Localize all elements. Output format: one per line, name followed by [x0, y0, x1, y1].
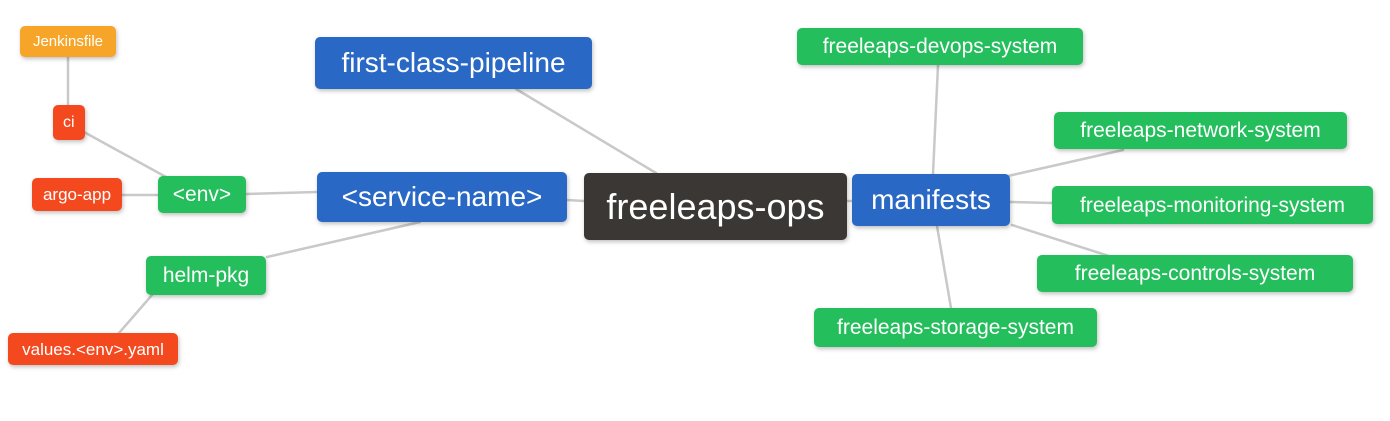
edge-env-to-service-name — [244, 190, 319, 196]
edge-helm-pkg-to-service-name — [265, 220, 422, 259]
node-argo-app[interactable]: argo-app — [32, 178, 122, 211]
node-service-name[interactable]: <service-name> — [317, 172, 567, 222]
node-freeleaps-controls-system[interactable]: freeleaps-controls-system — [1037, 255, 1353, 292]
edge-freeleaps-devops-system-to-manifests — [931, 63, 940, 176]
edge-manifests-to-freeleaps-controls-system — [1010, 223, 1114, 259]
node-freeleaps-monitoring-system[interactable]: freeleaps-monitoring-system — [1052, 186, 1373, 224]
node-manifests[interactable]: manifests — [852, 174, 1010, 226]
node-env[interactable]: <env> — [158, 176, 246, 213]
node-freeleaps-storage-system[interactable]: freeleaps-storage-system — [814, 308, 1097, 347]
node-freeleaps-ops[interactable]: freeleaps-ops — [584, 173, 847, 240]
edge-ci-to-env — [82, 130, 168, 179]
edge-manifests-to-freeleaps-storage-system — [935, 224, 953, 310]
node-values-env-yaml[interactable]: values.<env>.yaml — [8, 333, 178, 365]
edge-manifests-to-freeleaps-network-system — [1006, 148, 1125, 178]
node-helm-pkg[interactable]: helm-pkg — [146, 256, 266, 295]
node-ci[interactable]: ci — [53, 105, 85, 140]
edge-manifests-to-freeleaps-monitoring-system — [1008, 200, 1054, 205]
edge-first-class-pipeline-to-freeleaps-ops — [514, 87, 658, 175]
node-freeleaps-network-system[interactable]: freeleaps-network-system — [1054, 112, 1347, 149]
node-jenkinsfile[interactable]: Jenkinsfile — [20, 26, 116, 57]
edge-values-env-yaml-to-helm-pkg — [117, 293, 154, 335]
edge-service-name-to-freeleaps-ops — [565, 198, 586, 203]
node-freeleaps-devops-system[interactable]: freeleaps-devops-system — [797, 28, 1083, 65]
node-first-class-pipeline[interactable]: first-class-pipeline — [315, 37, 592, 89]
